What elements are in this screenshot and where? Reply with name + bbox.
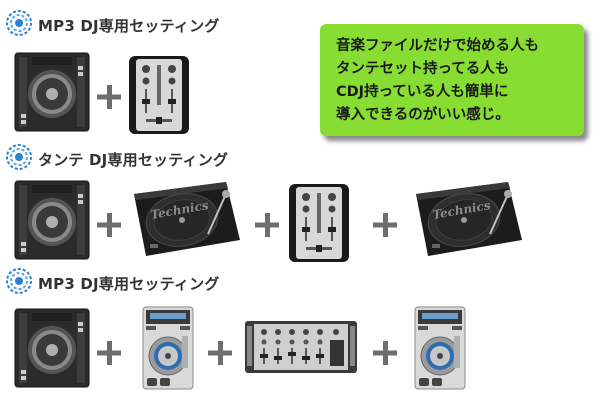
plus-icon [96,340,122,366]
plus-icon [207,340,233,366]
section-header-2: タンテ DJ専用セッティング [6,144,229,174]
turntable [412,180,524,258]
note-line: 導入できるのがいい感じ。 [336,107,510,123]
dj-mixer-4ch [244,320,358,374]
cdj-player [142,306,194,390]
note-line: タンテセット持ってる人も [336,61,510,77]
plus-icon [372,212,398,238]
section-title: MP3 DJ専用セッティング [38,16,220,35]
section-title: タンテ DJ専用セッティング [38,150,229,169]
plus-icon [372,340,398,366]
spiral-icon [6,268,32,298]
dj-mixer [288,183,350,263]
cdj-player [414,306,466,390]
mp3-controller [14,308,90,388]
spiral-icon [6,144,32,174]
note-line: CDJ持っている人も簡単に [336,84,509,100]
spiral-icon [6,10,32,40]
plus-icon [96,84,122,110]
section-header-1: MP3 DJ専用セッティング [6,10,220,40]
mp3-controller [14,180,90,260]
dj-mixer [128,55,190,135]
turntable [130,180,242,258]
note-box: 音楽ファイルだけで始める人も タンテセット持ってる人も CDJ持っている人も簡単… [320,24,584,136]
section-title: MP3 DJ専用セッティング [38,274,220,293]
mp3-controller [14,52,90,132]
plus-icon [96,212,122,238]
note-line: 音楽ファイルだけで始める人も [336,38,539,54]
section-header-3: MP3 DJ専用セッティング [6,268,220,298]
plus-icon [254,212,280,238]
